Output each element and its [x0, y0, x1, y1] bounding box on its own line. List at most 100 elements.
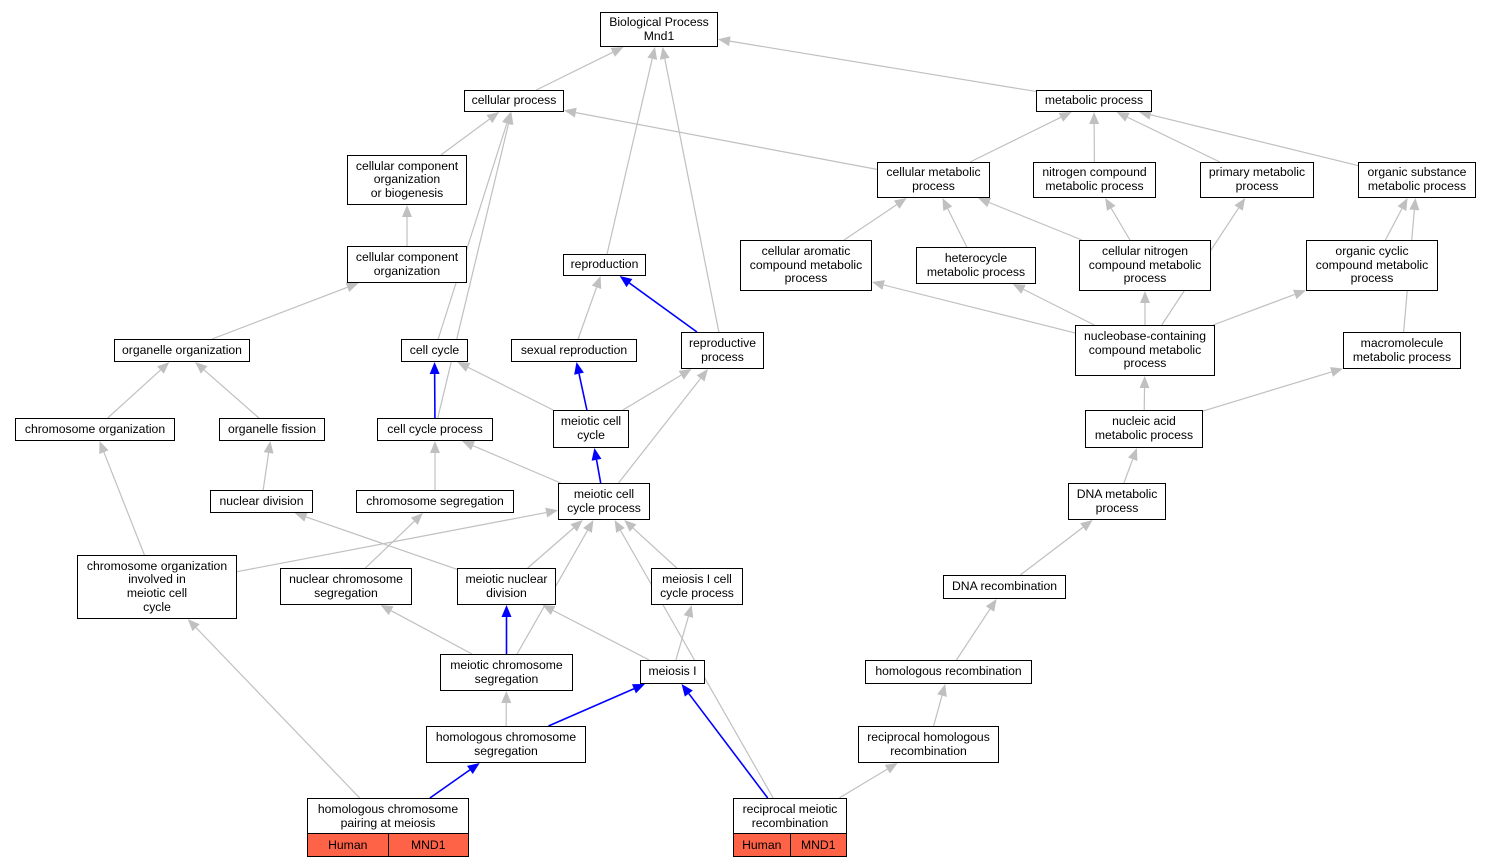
arrowhead-reciprocal_homologous-to-homologous_recomb	[937, 684, 947, 697]
node-nuclear-division[interactable]: nuclear division	[210, 490, 313, 513]
edge-meiosis_i_ccp-to-mccp	[632, 527, 678, 569]
arrowhead-meiotic_cell_cycle-to-reproductive_process	[678, 369, 692, 380]
node-meiotic-chromosome-segregation[interactable]: meiotic chromosome segregation	[440, 654, 573, 691]
arrowhead-cell_cycle_process-to-cellular_process	[503, 112, 514, 125]
edge-meiosis_i-to-meiosis_i_ccp	[675, 616, 689, 661]
arrowhead-meiotic_chrom_seg-to-nuclear_chrom_seg	[380, 605, 394, 616]
node-cellular-process[interactable]: cellular process	[464, 90, 564, 112]
node-meiotic-nuclear-division[interactable]: meiotic nuclear division	[457, 568, 556, 605]
node-label: nucleobase-containing compound metabolic…	[1084, 329, 1206, 371]
node-nucleobase-containing-compound-metabolic-process[interactable]: nucleobase-containing compound metabolic…	[1075, 325, 1215, 376]
arrowhead-hcpm-to-homologous_chrom_seg	[467, 763, 480, 774]
node-label: heterocycle metabolic process	[926, 250, 1026, 279]
edge-meiotic_cell_cycle-to-sexual_reproduction	[578, 373, 588, 411]
edge-nucleobase-to-cellular_aromatic	[883, 284, 1076, 334]
node-nitrogen-compound-metabolic-process[interactable]: nitrogen compound metabolic process	[1033, 162, 1156, 198]
node-organelle-organization[interactable]: organelle organization	[114, 339, 250, 362]
node-label: DNA metabolic process	[1076, 486, 1158, 515]
node-sexual-reproduction[interactable]: sexual reproduction	[511, 339, 637, 362]
node-cellular-metabolic-process[interactable]: cellular metabolic process	[877, 162, 990, 198]
edge-mccp-to-reproductive_process	[618, 378, 702, 484]
node-cell-cycle[interactable]: cell cycle	[401, 339, 468, 362]
edge-meiotic_nuclear_div-to-mccp	[527, 527, 575, 569]
arrowhead-primary_metabolic-to-metabolic_process	[1116, 112, 1130, 122]
node-label: nuclear chromosome segregation	[289, 571, 403, 600]
edge-heterocycle-to-cellular_metabolic	[947, 208, 968, 248]
node-organelle-fission[interactable]: organelle fission	[219, 418, 325, 441]
node-label: metabolic process	[1044, 93, 1144, 108]
node-dna-recombination[interactable]: DNA recombination	[943, 575, 1066, 599]
edge-reproductive_process-to-bp	[664, 58, 720, 333]
arrowhead-reproduction-to-bp	[647, 47, 658, 60]
node-label: reproduction	[570, 257, 639, 272]
term-title: reciprocal meiotic recombination	[742, 801, 838, 830]
node-cell-cycle-process[interactable]: cell cycle process	[377, 418, 493, 441]
edge-organelle_org-to-cco	[211, 286, 348, 340]
node-homologous-chromosome-segregation[interactable]: homologous chromosome segregation	[426, 726, 586, 763]
arrowhead-nuclear_division-to-organelle_fission	[263, 441, 274, 454]
node-dna-metabolic-process[interactable]: DNA metabolic process	[1068, 483, 1166, 520]
gene-cell[interactable]: MND1	[387, 834, 468, 856]
node-meiosis-i[interactable]: meiosis I	[640, 660, 705, 684]
edge-metabolic_process-to-bp	[729, 40, 1037, 93]
node-meiosis-i-cell-cycle-process[interactable]: meiosis I cell cycle process	[651, 568, 743, 605]
node-nucleic-acid-metabolic-process[interactable]: nucleic acid metabolic process	[1085, 410, 1203, 448]
arrowhead-chromosome_org-to-organelle_org	[157, 362, 170, 374]
gene-cell[interactable]: MND1	[789, 834, 846, 856]
node-organic-substance-metabolic-process[interactable]: organic substance metabolic process	[1358, 162, 1476, 198]
arrowhead-metabolic_process-to-bp	[718, 36, 731, 47]
node-macromolecule-metabolic-process[interactable]: macromolecule metabolic process	[1343, 332, 1461, 369]
edge-organic_substance-to-metabolic_process	[1150, 114, 1359, 167]
species-cell[interactable]: Human	[308, 834, 388, 856]
annotated-term-homologous-chromosome-pairing-at-meiosis[interactable]: homologous chromosome pairing at meiosis…	[307, 798, 469, 857]
arrowhead-macromolecule-to-organic_substance	[1409, 198, 1420, 211]
node-biological-process[interactable]: Biological Process Mnd1	[600, 12, 718, 47]
node-cellular-component-organization[interactable]: cellular component organization	[347, 246, 467, 283]
arrowhead-cellular_nitrogen-to-cellular_metabolic	[978, 197, 992, 208]
node-reproductive-process[interactable]: reproductive process	[681, 332, 764, 369]
edge-cellular_process-to-bp	[536, 51, 614, 91]
node-label: homologous chromosome segregation	[435, 729, 577, 758]
edge-dna_metabolic-to-nucleic_acid	[1123, 459, 1134, 484]
arrowhead-homologous_recomb-to-dna_recombination	[985, 599, 997, 612]
node-nuclear-chromosome-segregation[interactable]: nuclear chromosome segregation	[280, 568, 412, 605]
node-cellular-aromatic-compound-metabolic-process[interactable]: cellular aromatic compound metabolic pro…	[740, 240, 872, 291]
annotated-term-reciprocal-meiotic-recombination[interactable]: reciprocal meiotic recombination Human M…	[733, 798, 847, 857]
edge-nucleobase-to-heterocycle	[1023, 288, 1095, 326]
arrowhead-cellular_nitrogen-to-nitrogen_compound	[1105, 198, 1116, 211]
arrowhead-cell_cycle_process-to-cell_cycle	[429, 362, 440, 375]
edge-cellular_metabolic-to-metabolic_process	[969, 116, 1062, 163]
edge-rmr-to-meiosis_i	[688, 693, 769, 799]
node-organic-cyclic-compound-metabolic-process[interactable]: organic cyclic compound metabolic proces…	[1306, 240, 1438, 291]
node-label: Biological Process Mnd1	[609, 14, 709, 43]
node-primary-metabolic-process[interactable]: primary metabolic process	[1200, 162, 1314, 198]
edge-meiosis_i-to-meiotic_nuclear_div	[552, 609, 650, 661]
node-meiotic-cell-cycle[interactable]: meiotic cell cycle	[553, 410, 629, 448]
node-label: meiosis I cell cycle process	[660, 571, 734, 600]
arrowhead-coimcc-to-mccp	[545, 507, 558, 518]
node-homologous-recombination[interactable]: homologous recombination	[865, 660, 1032, 684]
edge-dna_recombination-to-dna_metabolic	[1019, 526, 1084, 576]
edge-nuclear_division-to-organelle_fission	[262, 452, 270, 491]
node-reciprocal-homologous-recombination[interactable]: reciprocal homologous recombination	[858, 726, 999, 763]
edge-hcpm-to-coimcc	[195, 627, 361, 799]
node-chromosome-organization[interactable]: chromosome organization	[15, 418, 175, 441]
node-cellular-nitrogen-compound-metabolic-process[interactable]: cellular nitrogen compound metabolic pro…	[1079, 240, 1211, 291]
edge-organelle_fission-to-organelle_org	[203, 369, 260, 419]
node-label: chromosome segregation	[366, 493, 504, 508]
edge-reciprocal_homologous-to-homologous_recomb	[933, 695, 943, 727]
node-label: cellular metabolic process	[886, 165, 981, 193]
node-chromosome-segregation[interactable]: chromosome segregation	[356, 490, 514, 513]
edge-meiotic_chrom_seg-to-nuclear_chrom_seg	[390, 610, 473, 655]
node-metabolic-process[interactable]: metabolic process	[1036, 90, 1152, 112]
edge-cellular_metabolic-to-cellular_process	[575, 112, 878, 170]
node-label: cell cycle	[409, 342, 460, 357]
node-cellular-component-organization-or-biogenesis[interactable]: cellular component organization or bioge…	[347, 155, 467, 205]
arrowhead-chromosome_segregation-to-cell_cycle_process	[430, 441, 440, 453]
node-meiotic-cell-cycle-process[interactable]: meiotic cell cycle process	[558, 483, 650, 520]
node-chromosome-organization-involved-in-meiotic-cell-cycle[interactable]: chromosome organization involved in meio…	[77, 555, 237, 619]
species-cell[interactable]: Human	[734, 834, 790, 856]
arrowhead-nucleic_acid-to-macromolecule	[1330, 367, 1343, 377]
node-reproduction[interactable]: reproduction	[563, 254, 646, 276]
node-heterocycle-metabolic-process[interactable]: heterocycle metabolic process	[916, 247, 1036, 284]
